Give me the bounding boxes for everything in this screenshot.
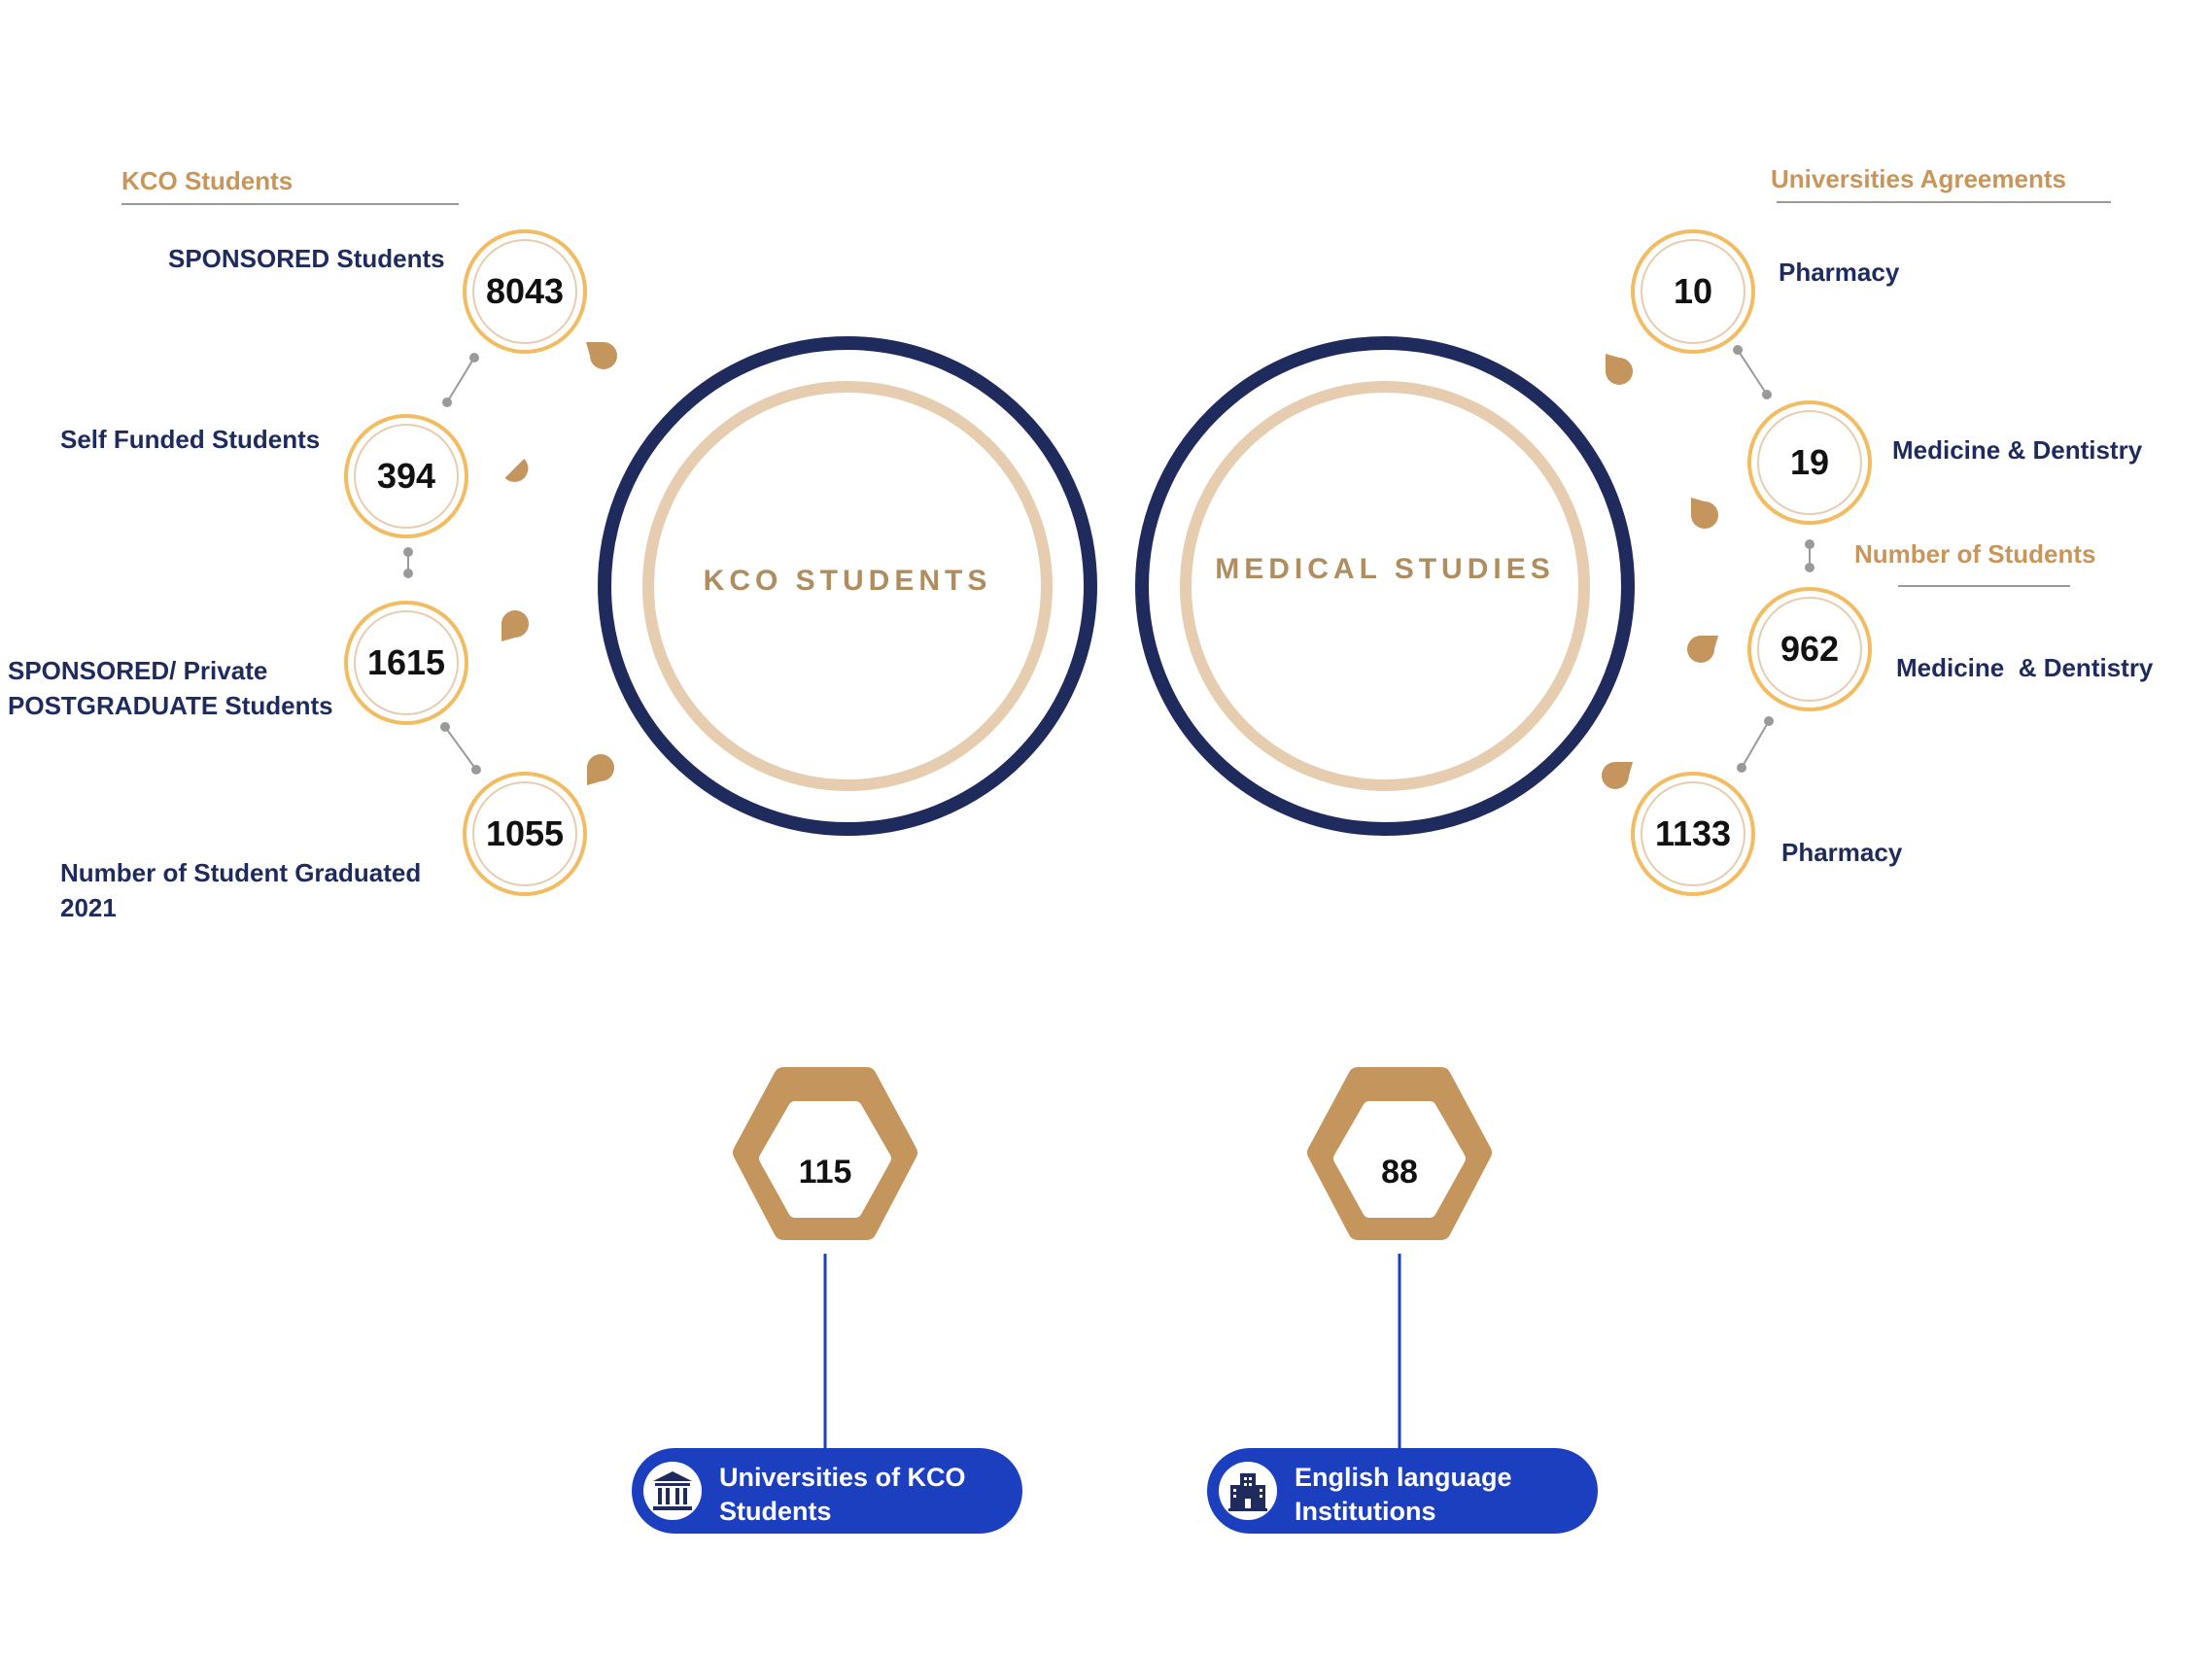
leaf-marker [1602,762,1633,789]
medical-studies-center-label: MEDICAL STUDIES [1215,553,1555,585]
medical-studies-big-circle [1135,336,1635,836]
ring-10 [1631,229,1755,354]
leaf-marker [501,610,529,641]
connector-right-3 [1737,716,1774,773]
leaf-marker [1606,354,1633,385]
english-language-institutions-pill: English language Institutions [1207,1448,1598,1534]
connector-left-3 [440,722,481,775]
value-postgraduate-students: 1615 [366,642,446,682]
leaf-marker [587,754,614,785]
label-pharmacy-students: Pharmacy [1781,838,1903,867]
value-english-language-institutions: 88 [1381,1154,1418,1191]
hexagon-88 [1307,1067,1492,1240]
kco-students-header: KCO Students [121,166,294,195]
ring-1133 [1631,772,1755,896]
value-medicine-students: 962 [1780,629,1840,669]
leaf-marker [1687,636,1718,663]
leaf-marker [1691,498,1718,529]
ring-8043 [463,229,587,354]
value-pharmacy-students: 1133 [1654,813,1732,853]
label-graduated-line1: Number of Student Graduated [60,858,422,887]
label-self-funded-students: Self Funded Students [60,425,321,454]
value-self-funded-students: 394 [376,456,436,496]
value-graduated-2021: 1055 [485,813,565,853]
building-icon [1219,1462,1277,1520]
university-icon [643,1462,702,1520]
label-sponsored-students: SPONSORED Students [168,244,445,273]
kco-students-center-label: KCO STUDENTS [703,565,992,597]
label-postgraduate-line1: SPONSORED/ Private [8,656,268,685]
connector-right-1 [1733,345,1772,399]
label-medicine-students: Medicine & Dentistry [1896,653,2154,682]
value-pharmacy-agreements: 10 [1673,271,1713,311]
universities-of-kco-students-label: Universities of KCO Students [719,1463,966,1526]
ring-394 [344,414,468,538]
label-postgraduate-line2: POSTGRADUATE Students [8,691,333,720]
hexagon-115 [733,1067,917,1240]
kco-students-big-circle [598,336,1097,836]
leaf-marker [586,342,617,369]
connector-left-1 [442,353,479,407]
value-universities-of-kco-students: 115 [798,1154,852,1191]
universities-of-kco-students-pill: Universities of KCO Students [632,1448,1022,1534]
label-medicine-agreements: Medicine & Dentistry [1892,435,2143,465]
ring-19 [1747,400,1872,525]
ring-1055 [463,772,587,896]
connector-right-2 [1805,539,1815,572]
ring-1615 [344,601,468,725]
universities-agreements-header: Universities Agreements [1771,164,2066,193]
leaf-marker [504,459,529,482]
label-pharmacy-agreements: Pharmacy [1779,258,1900,287]
ring-962 [1747,587,1872,711]
number-of-students-header: Number of Students [1854,539,2096,569]
english-language-institutions-label: English language Institutions [1295,1463,1512,1526]
value-sponsored-students: 8043 [485,271,565,311]
value-medicine-agreements: 19 [1789,442,1830,482]
label-graduated-line2: 2021 [60,893,117,922]
connector-left-2 [403,547,413,578]
